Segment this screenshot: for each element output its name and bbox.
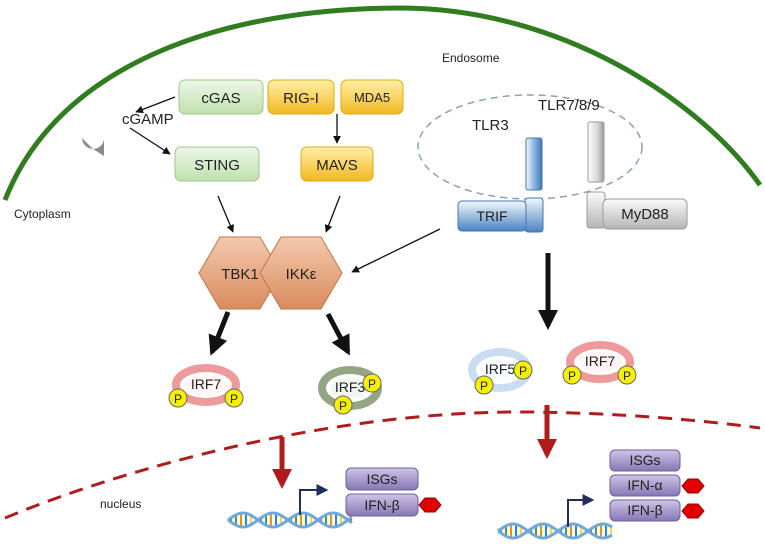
sting-box bbox=[174, 146, 260, 182]
phospho-irf7-left-a bbox=[168, 388, 188, 408]
irf7-left-ring bbox=[172, 364, 240, 406]
irf7-right-ring bbox=[566, 341, 634, 383]
dna-strand bbox=[497, 522, 613, 540]
dna-left bbox=[227, 511, 353, 529]
phospho-irf3-a bbox=[362, 373, 382, 393]
irf7-left-label: IRF7 bbox=[191, 376, 222, 392]
tbk1-label: TBK1 bbox=[221, 266, 259, 283]
mavs-box bbox=[300, 146, 374, 182]
irf5-label: IRF5 bbox=[485, 361, 516, 377]
irf7-left-core bbox=[184, 375, 228, 395]
arrow-mavs-to-ikke bbox=[324, 195, 341, 233]
phospho-label: P bbox=[339, 399, 347, 413]
tlr789-label: TLR7/8/9 bbox=[538, 97, 600, 114]
ikke-label: IKKε bbox=[286, 266, 317, 283]
gene-ifnb-right bbox=[609, 499, 681, 522]
mavs-label: MAVS bbox=[316, 157, 357, 174]
cgas-label: cGAS bbox=[201, 90, 240, 107]
tss-arrow-left bbox=[299, 484, 329, 515]
phospho-irf5-b bbox=[474, 375, 494, 395]
phospho-label: P bbox=[480, 379, 488, 393]
trif-label: TRIF bbox=[476, 208, 507, 224]
phospho-label: P bbox=[174, 392, 182, 406]
irf3-core bbox=[330, 378, 370, 398]
myd88-box bbox=[602, 198, 688, 230]
tlr789-receptor-lower bbox=[586, 191, 606, 229]
gene-isgs-right bbox=[609, 449, 681, 472]
gene-isgs-left-label: ISGs bbox=[366, 471, 397, 487]
myd88-label: MyD88 bbox=[621, 206, 669, 223]
gene-ifnb-left bbox=[345, 493, 419, 517]
nucleus-label: nucleus bbox=[100, 497, 141, 511]
phospho-irf7-right-b bbox=[617, 365, 637, 385]
cytoplasm-label: Cytoplasm bbox=[14, 207, 71, 221]
irf3-label: IRF3 bbox=[335, 379, 366, 395]
irf7-right-core bbox=[578, 352, 622, 372]
tlr3-receptor-upper bbox=[525, 137, 543, 191]
gene-isgs-right-label: ISGs bbox=[629, 452, 660, 468]
gene-ifnb-right-label: IFN-β bbox=[627, 502, 662, 518]
dna-strand bbox=[227, 511, 353, 529]
irf7-right-label: IRF7 bbox=[585, 353, 616, 369]
gene-ifna-right bbox=[609, 474, 681, 497]
cgamp-molecule bbox=[82, 138, 104, 156]
tlr3-label: TLR3 bbox=[472, 117, 509, 134]
arrow-sting-to-tbk1 bbox=[217, 195, 234, 233]
arrow-tbk1-to-irf7 bbox=[208, 311, 231, 356]
gene-isgs-left bbox=[345, 467, 419, 491]
ifn-beta-protein-right bbox=[681, 503, 705, 519]
arrow-cgamp-to-sting bbox=[129, 127, 171, 155]
tlr789-receptor-upper bbox=[587, 121, 605, 183]
arrow-ikke-to-irf3 bbox=[325, 312, 351, 356]
ifn-protein-left bbox=[418, 497, 442, 513]
phospho-label: P bbox=[568, 369, 576, 383]
mda5-box bbox=[340, 79, 404, 115]
phospho-irf3-b bbox=[333, 395, 353, 415]
irf5-core bbox=[480, 360, 520, 380]
plasma-membrane bbox=[2, 5, 763, 201]
cgas-box bbox=[178, 79, 264, 115]
dna-right bbox=[497, 522, 613, 540]
nuclear-membrane bbox=[4, 410, 761, 520]
tlr3-receptor-lower bbox=[524, 197, 544, 233]
arrow-trif-to-ikke bbox=[351, 228, 441, 273]
phospho-irf7-right-a bbox=[562, 365, 582, 385]
gene-ifna-right-label: IFN-α bbox=[627, 477, 662, 493]
dna-strand bbox=[497, 522, 613, 540]
phospho-label: P bbox=[519, 364, 527, 378]
trif-box bbox=[457, 200, 527, 232]
rigi-box bbox=[267, 79, 335, 115]
rigi-label: RIG-I bbox=[283, 90, 319, 107]
ifn-alpha-protein-right bbox=[681, 478, 705, 494]
endosome-label: Endosome bbox=[442, 51, 500, 65]
phospho-irf7-left-b bbox=[224, 388, 244, 408]
phospho-label: P bbox=[230, 392, 238, 406]
cgamp-label: cGAMP bbox=[122, 111, 174, 128]
dna-strand bbox=[227, 511, 353, 529]
phospho-label: P bbox=[368, 377, 376, 391]
mda5-label: MDA5 bbox=[354, 90, 390, 105]
arrow-cgas-to-cgamp bbox=[135, 96, 176, 114]
sting-label: STING bbox=[194, 157, 240, 174]
ikke-hexagon bbox=[259, 236, 343, 310]
tss-arrow-right bbox=[567, 494, 595, 527]
gene-ifnb-left-label: IFN-β bbox=[364, 497, 399, 513]
phospho-irf5-a bbox=[513, 360, 533, 380]
phospho-label: P bbox=[623, 369, 631, 383]
tbk1-hexagon bbox=[198, 236, 282, 310]
